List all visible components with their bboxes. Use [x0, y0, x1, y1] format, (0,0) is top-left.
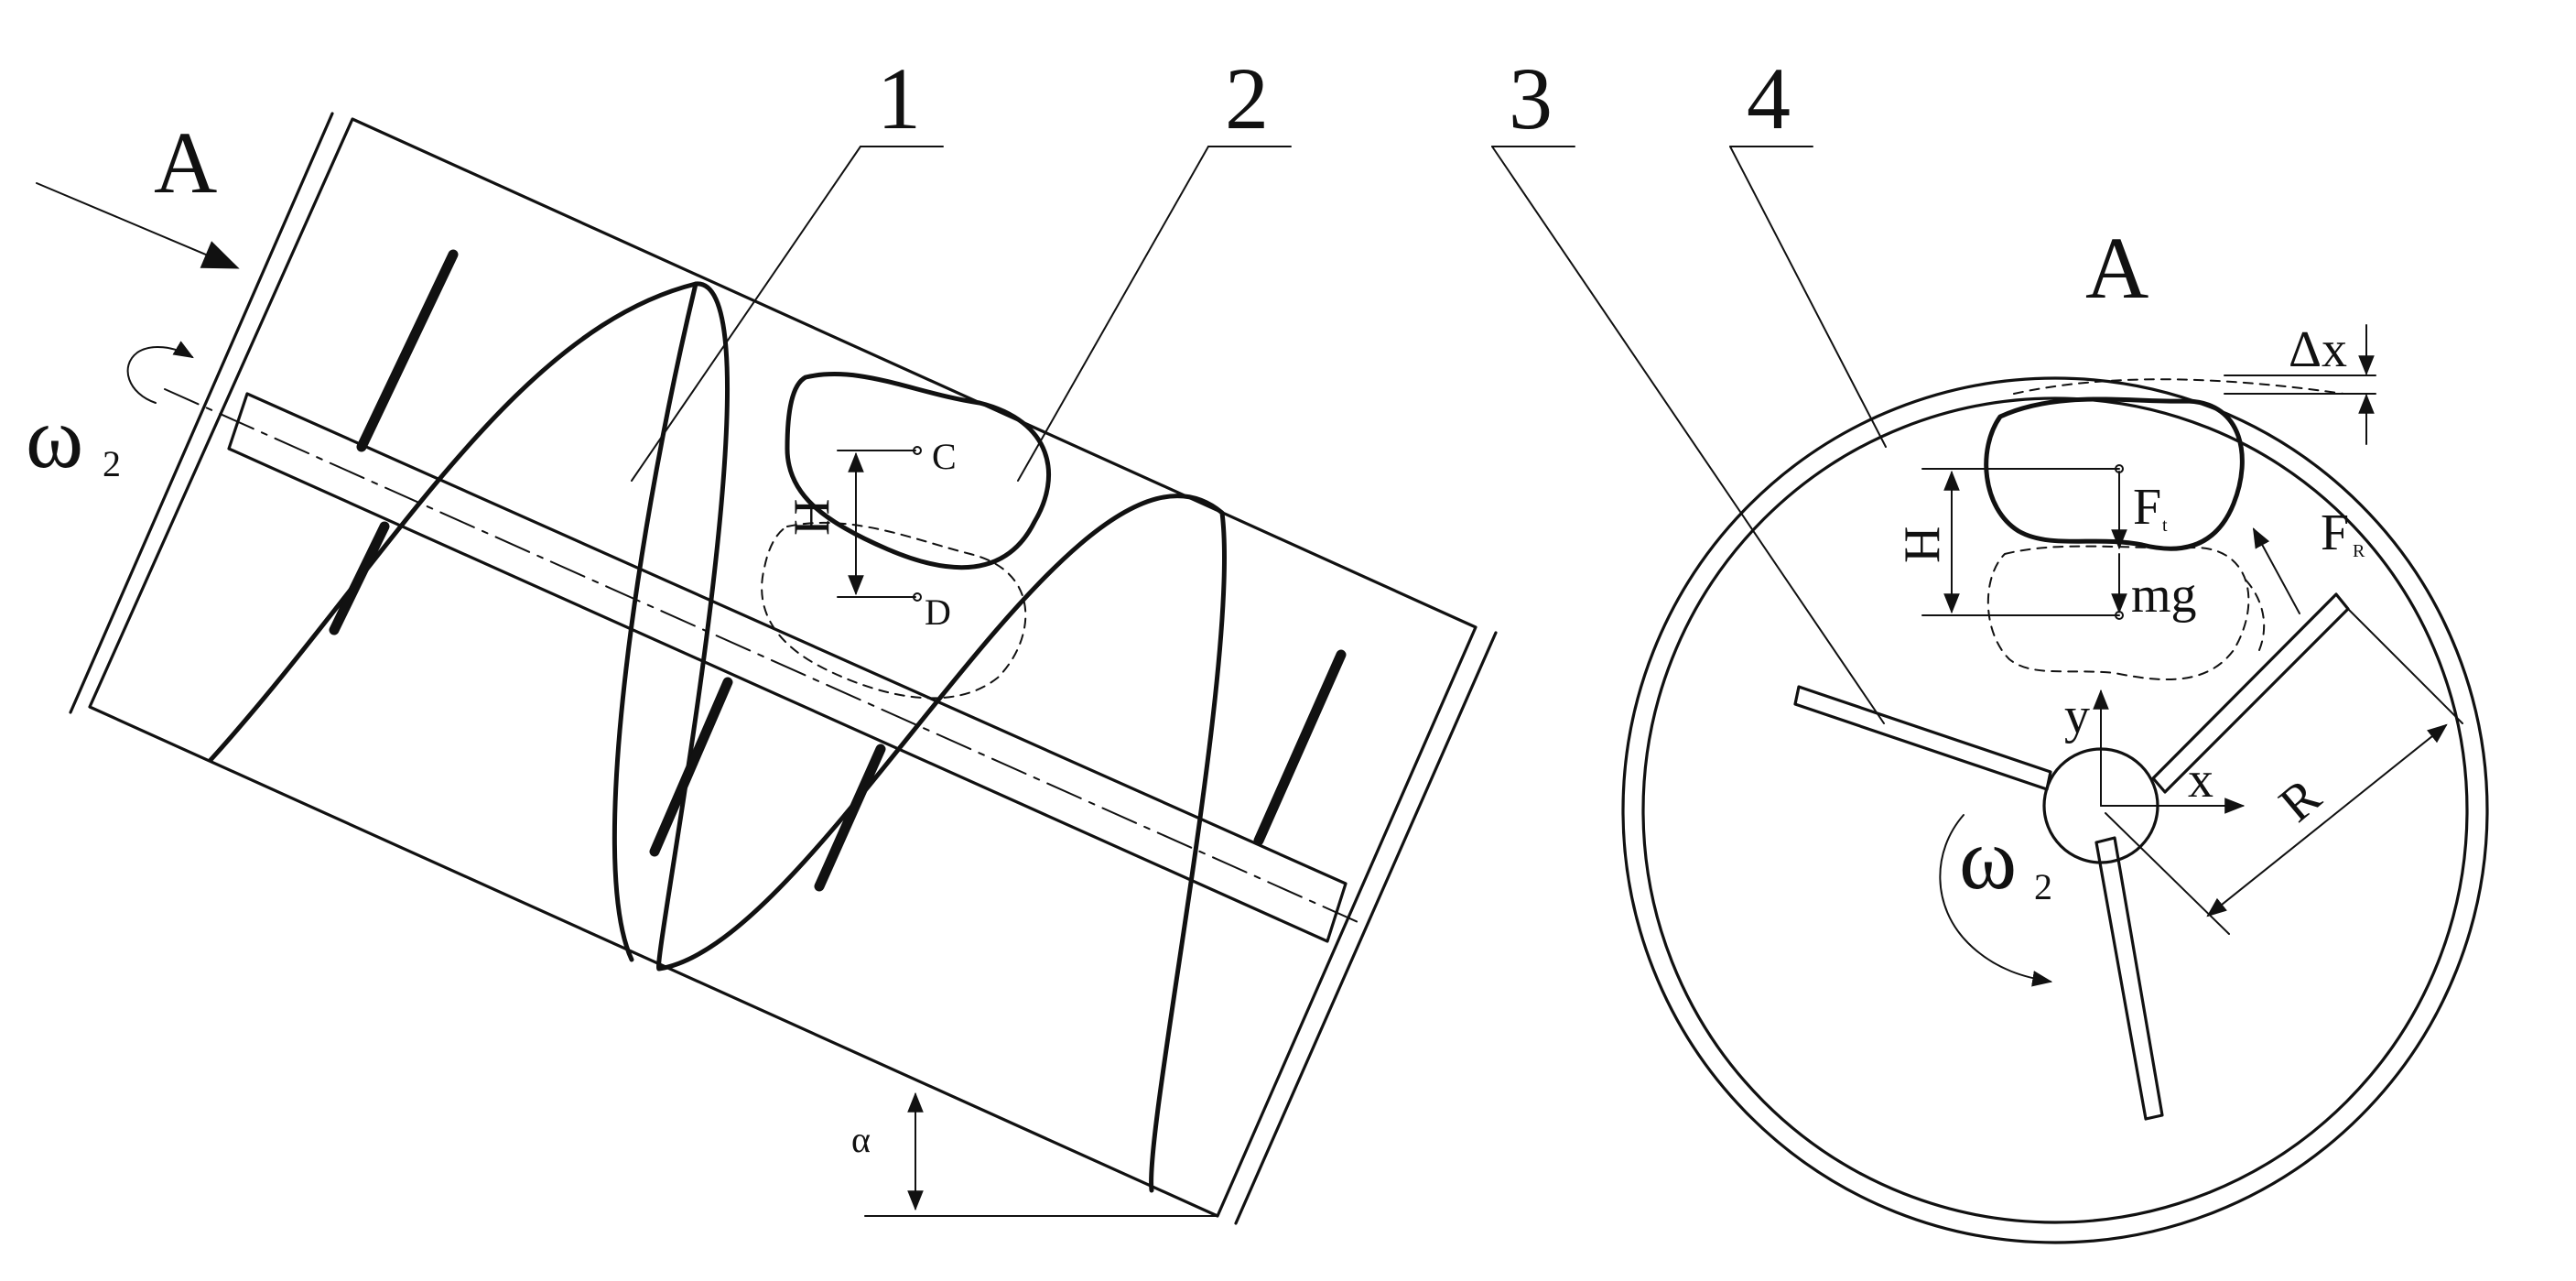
radius-ext-bottom: [2105, 812, 2230, 935]
callout-4: 4: [1747, 49, 1791, 147]
helical-ribbon: [208, 281, 1227, 1193]
height-label-right: H: [1894, 527, 1951, 563]
height-label-left: H: [784, 499, 840, 536]
view-label-left: A: [154, 114, 217, 212]
point-c-dot: [913, 446, 922, 455]
drum-shaft: [227, 392, 1348, 943]
force-fr-arrow: [2252, 527, 2300, 614]
paddle-blade: [356, 249, 459, 452]
omega-right-sub: 2: [2034, 866, 2052, 907]
point-d-label: D: [925, 592, 951, 633]
rotation-arrow-left: [126, 341, 194, 404]
radius-dimension: [2206, 723, 2448, 917]
omega-right: ω: [1959, 809, 2017, 907]
callout-2-leader: [1017, 146, 1209, 482]
drum-body: [88, 117, 1477, 1218]
radius-ext-top: [2347, 608, 2463, 724]
callout-3: 3: [1509, 49, 1553, 147]
angle-label: α: [851, 1119, 871, 1160]
gap-label: Δx: [2289, 321, 2347, 378]
callouts: 1 2 3 4: [631, 49, 1887, 724]
gap-dashed: [2013, 378, 2344, 395]
omega-left: ω: [26, 388, 83, 486]
force-ft-label: F: [2133, 479, 2161, 536]
callout-1-leader: [631, 146, 861, 482]
cross-section-view: Δx H F t mg F R x y R ω 2 A: [1621, 219, 2489, 1244]
force-ft-sub: t: [2162, 516, 2168, 536]
drum-shell-inner: [1641, 396, 2469, 1224]
drum-shell-outer: [1621, 376, 2489, 1244]
axis-y-label: y: [2064, 688, 2090, 744]
particle-upper: [785, 372, 1052, 570]
weight-label: mg: [2131, 567, 2197, 624]
force-fr-label: F: [2321, 505, 2349, 561]
paddle-blade: [814, 744, 886, 892]
paddle-blade: [1253, 649, 1347, 846]
particle-lower-section: [1986, 545, 2250, 681]
paddle-arm-left: [1793, 685, 2052, 791]
point-c-label: C: [932, 436, 957, 477]
callout-2: 2: [1225, 49, 1269, 147]
paddle-arm-right: [2151, 592, 2350, 794]
point-d-dot: [913, 592, 922, 602]
view-direction-arrow: [36, 182, 240, 269]
particle-lower: [761, 521, 1027, 700]
rotation-arrow-right: [1939, 814, 2053, 987]
force-fr-dashed: [2242, 576, 2266, 651]
force-fr-sub: R: [2353, 541, 2365, 561]
paddle-blade: [329, 521, 390, 635]
paddle-blade: [649, 677, 733, 857]
helical-ribbon-back: [612, 281, 698, 962]
drum-flange-right: [1234, 631, 1498, 1225]
callout-4-leader: [1729, 146, 1887, 448]
shaft-centerline: [164, 388, 1365, 926]
particle-upper-section: [1984, 396, 2245, 551]
omega-left-sub: 2: [103, 443, 121, 484]
drum-flange-left: [69, 112, 334, 714]
view-label-right: A: [2085, 219, 2148, 317]
callout-3-leader: [1491, 146, 1885, 724]
paddle-arm-bottom: [2094, 836, 2164, 1121]
axis-x-label: x: [2188, 752, 2213, 809]
inclined-drum-view: C D H A ω 2 α: [26, 112, 1498, 1225]
callout-1: 1: [877, 49, 921, 147]
